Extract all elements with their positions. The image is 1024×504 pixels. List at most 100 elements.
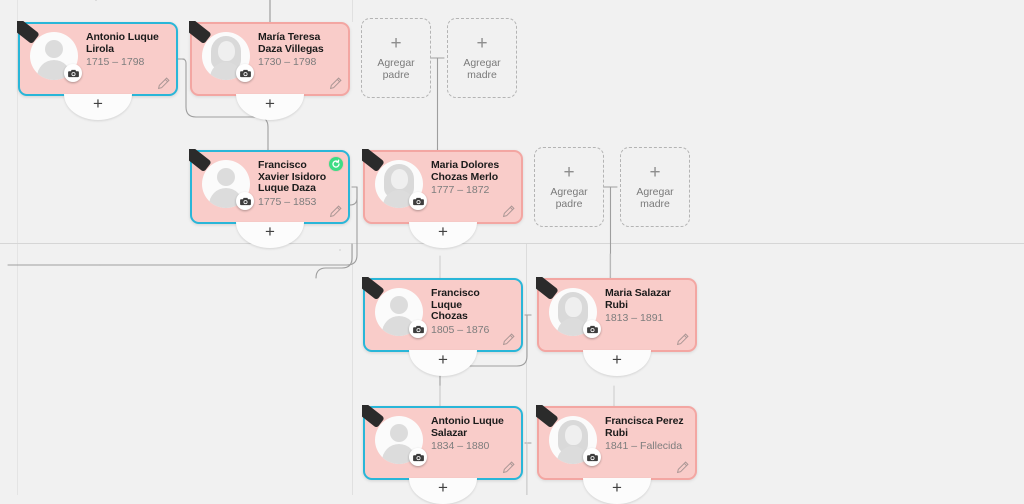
camera-icon	[412, 197, 424, 205]
avatar-face	[217, 41, 235, 61]
camera-icon	[412, 453, 424, 461]
camera-badge-button[interactable]	[409, 448, 427, 466]
pencil-icon	[329, 77, 342, 90]
add-father-2[interactable]: +Agregar padre	[534, 147, 604, 227]
edit-person-button[interactable]	[329, 205, 342, 218]
add-relative-button[interactable]: +	[409, 350, 477, 376]
camera-badge-button[interactable]	[583, 320, 601, 338]
edit-person-button[interactable]	[502, 205, 515, 218]
pencil-icon	[502, 205, 515, 218]
avatar-head	[390, 424, 408, 442]
plus-icon: +	[265, 94, 275, 113]
avatar-body	[557, 318, 589, 336]
person-dates: 1813 – 1891	[605, 312, 664, 325]
plus-icon: +	[438, 222, 448, 241]
avatar-face	[564, 297, 582, 317]
camera-icon	[239, 69, 251, 77]
avatar-face	[390, 169, 408, 189]
plus-icon: +	[612, 350, 622, 369]
pencil-icon	[502, 461, 515, 474]
avatar	[549, 288, 597, 336]
add-father-1[interactable]: +Agregar padre	[361, 18, 431, 98]
edit-person-button[interactable]	[502, 333, 515, 346]
avatar-body	[382, 316, 416, 336]
edit-person-button[interactable]	[676, 461, 689, 474]
person-dates: 1730 – 1798	[258, 56, 317, 69]
avatar-head	[45, 40, 63, 58]
person-dates: 1834 – 1880	[431, 440, 490, 453]
avatar-body	[557, 446, 589, 464]
avatar-body	[209, 188, 243, 208]
sync-badge-icon[interactable]	[329, 157, 343, 171]
edit-person-button[interactable]	[157, 77, 170, 90]
camera-badge-button[interactable]	[236, 192, 254, 210]
edit-person-button[interactable]	[329, 77, 342, 90]
avatar-body	[382, 444, 416, 464]
camera-icon	[586, 453, 598, 461]
add-relative-button[interactable]: +	[64, 94, 132, 120]
avatar-body	[37, 60, 71, 80]
person-name: Maria Dolores Chozas Merlo	[431, 159, 500, 183]
avatar-head	[390, 296, 408, 314]
person-dates: 1805 – 1876	[431, 323, 490, 336]
add-parent-label: Agregar padre	[377, 56, 415, 82]
camera-badge-button[interactable]	[409, 320, 427, 338]
person-name: Antonio Luque Salazar	[431, 415, 504, 439]
person-dates: 1715 – 1798	[86, 56, 145, 69]
pencil-icon	[676, 461, 689, 474]
person-name: María Teresa Daza Villegas	[258, 31, 324, 55]
add-relative-button[interactable]: +	[583, 350, 651, 376]
avatar-body	[383, 190, 415, 208]
person-name: Francisco Luque Chozas	[431, 287, 480, 323]
plus-icon: +	[438, 350, 448, 369]
camera-badge-button[interactable]	[583, 448, 601, 466]
edit-person-button[interactable]	[502, 461, 515, 474]
add-relative-button[interactable]: +	[236, 94, 304, 120]
add-relative-button[interactable]: +	[236, 222, 304, 248]
person-name: Maria Salazar Rubi	[605, 287, 671, 311]
pencil-icon	[676, 333, 689, 346]
plus-icon: +	[390, 32, 402, 54]
add-mother-2[interactable]: +Agregar madre	[620, 147, 690, 227]
plus-icon: +	[438, 478, 448, 497]
add-relative-button[interactable]: +	[583, 478, 651, 504]
pencil-icon	[157, 77, 170, 90]
add-relative-button[interactable]: +	[409, 478, 477, 504]
add-relative-button[interactable]: +	[409, 222, 477, 248]
plus-icon: +	[612, 478, 622, 497]
person-dates: 1841 – Fallecida	[605, 440, 683, 453]
camera-badge-button[interactable]	[236, 64, 254, 82]
add-parent-label: Agregar padre	[550, 185, 588, 211]
plus-icon: +	[476, 32, 488, 54]
add-mother-1[interactable]: +Agregar madre	[447, 18, 517, 98]
person-name: Antonio Luque Lirola	[86, 31, 159, 55]
avatar	[202, 32, 250, 80]
person-name: Francisca Perez Rubi	[605, 415, 684, 439]
camera-badge-button[interactable]	[64, 64, 82, 82]
avatar-face	[564, 425, 582, 445]
pencil-icon	[502, 333, 515, 346]
edit-person-button[interactable]	[676, 333, 689, 346]
plus-icon: +	[649, 161, 661, 183]
person-dates: 1775 – 1853	[258, 195, 317, 208]
avatar-body	[210, 62, 242, 80]
person-name: Francisco Xavier Isidoro Luque Daza	[258, 159, 327, 195]
camera-badge-button[interactable]	[409, 192, 427, 210]
